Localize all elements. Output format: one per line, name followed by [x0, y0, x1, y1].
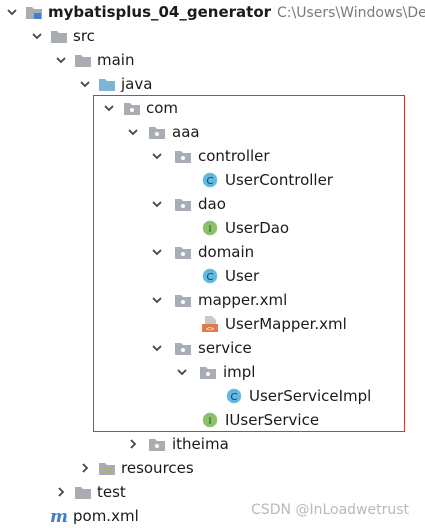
package-icon: [174, 148, 192, 164]
project-path: C:\Users\Windows\Desk: [277, 5, 425, 21]
chevron-down-icon[interactable]: [176, 366, 188, 378]
class-icon: C: [201, 268, 219, 284]
chevron-right-icon[interactable]: [127, 438, 139, 450]
tree-row-itheima[interactable]: itheima: [0, 432, 425, 456]
tree-row-pom[interactable]: m pom.xml: [0, 504, 425, 528]
chevron-down-icon[interactable]: [151, 198, 163, 210]
tree-row-dao[interactable]: dao: [0, 192, 425, 216]
chevron-down-icon[interactable]: [127, 126, 139, 138]
package-icon: [174, 244, 192, 260]
tree-row-main[interactable]: main: [0, 48, 425, 72]
package-icon: [174, 292, 192, 308]
tree-label-user: User: [225, 267, 260, 285]
folder-icon: [74, 484, 92, 500]
tree-row-user[interactable]: C User: [0, 264, 425, 288]
tree-row-user-mapper-xml[interactable]: <> UserMapper.xml: [0, 312, 425, 336]
tree-row-controller[interactable]: controller: [0, 144, 425, 168]
package-icon: [174, 340, 192, 356]
tree-label-service: service: [198, 339, 252, 357]
resources-folder-icon: [98, 460, 116, 476]
package-icon: [148, 124, 166, 140]
tree-label-controller: controller: [198, 147, 270, 165]
chevron-down-icon[interactable]: [79, 78, 91, 90]
tree-row-impl[interactable]: impl: [0, 360, 425, 384]
xml-file-icon: <>: [201, 316, 219, 332]
maven-icon: m: [50, 508, 68, 524]
tree-label-mapper-xml: mapper.xml: [198, 291, 288, 309]
tree-row-user-controller[interactable]: C UserController: [0, 168, 425, 192]
highlight-box: [93, 95, 405, 432]
tree-row-aaa[interactable]: aaa: [0, 120, 425, 144]
tree-row-java[interactable]: java: [0, 72, 425, 96]
folder-icon: [74, 52, 92, 68]
chevron-down-icon[interactable]: [55, 54, 67, 66]
chevron-down-icon[interactable]: [6, 6, 18, 18]
chevron-down-icon[interactable]: [103, 102, 115, 114]
source-folder-icon: [98, 76, 116, 92]
package-icon: [148, 436, 166, 452]
chevron-down-icon[interactable]: [151, 342, 163, 354]
tree-label-pom: pom.xml: [73, 507, 139, 525]
tree-label-iuser-service: IUserService: [225, 411, 320, 429]
tree-label-dao: dao: [198, 195, 226, 213]
package-icon: [174, 196, 192, 212]
interface-icon: I: [201, 412, 219, 428]
tree-row-user-dao[interactable]: I UserDao: [0, 216, 425, 240]
tree-row-iuser-service[interactable]: I IUserService: [0, 408, 425, 432]
tree-row-src[interactable]: src: [0, 24, 425, 48]
chevron-down-icon[interactable]: [151, 246, 163, 258]
tree-label-aaa: aaa: [172, 123, 200, 141]
svg-text:C: C: [231, 392, 238, 403]
class-icon: C: [225, 388, 243, 404]
tree-label-test: test: [97, 483, 126, 501]
svg-text:m: m: [50, 508, 68, 524]
package-icon: [123, 100, 141, 116]
chevron-right-icon[interactable]: [79, 462, 91, 474]
svg-text:I: I: [209, 224, 212, 235]
tree-label-user-service-impl: UserServiceImpl: [249, 387, 372, 405]
chevron-down-icon[interactable]: [151, 294, 163, 306]
tree-row-test[interactable]: test: [0, 480, 425, 504]
tree-row-service[interactable]: service: [0, 336, 425, 360]
tree-label-itheima: itheima: [172, 435, 229, 453]
svg-text:<>: <>: [206, 325, 214, 332]
tree-label-main: main: [97, 51, 135, 69]
tree-row-mapper-xml[interactable]: mapper.xml: [0, 288, 425, 312]
tree-row-resources[interactable]: resources: [0, 456, 425, 480]
tree-label-domain: domain: [198, 243, 255, 261]
module-folder-icon: [25, 4, 43, 20]
class-icon: C: [201, 172, 219, 188]
chevron-right-icon[interactable]: [55, 486, 67, 498]
svg-text:C: C: [207, 272, 214, 283]
watermark: CSDN @InLoadwetrust: [251, 502, 409, 518]
tree-label-user-dao: UserDao: [225, 219, 290, 237]
package-icon: [199, 364, 217, 380]
tree-label-user-mapper-xml: UserMapper.xml: [225, 315, 347, 333]
tree-label-user-controller: UserController: [225, 171, 333, 189]
tree-label-impl: impl: [223, 363, 256, 381]
interface-icon: I: [201, 220, 219, 236]
tree-label-src: src: [73, 27, 95, 45]
tree-row-user-service-impl[interactable]: C UserServiceImpl: [0, 384, 425, 408]
tree-row-com[interactable]: com: [0, 96, 425, 120]
svg-text:I: I: [209, 416, 212, 427]
chevron-down-icon[interactable]: [31, 30, 43, 42]
chevron-down-icon[interactable]: [151, 150, 163, 162]
folder-icon: [50, 28, 68, 44]
tree-row-domain[interactable]: domain: [0, 240, 425, 264]
tree-label-resources: resources: [121, 459, 194, 477]
svg-text:C: C: [207, 176, 214, 187]
tree-label-com: com: [146, 99, 179, 117]
tree-label-java: java: [121, 75, 153, 93]
